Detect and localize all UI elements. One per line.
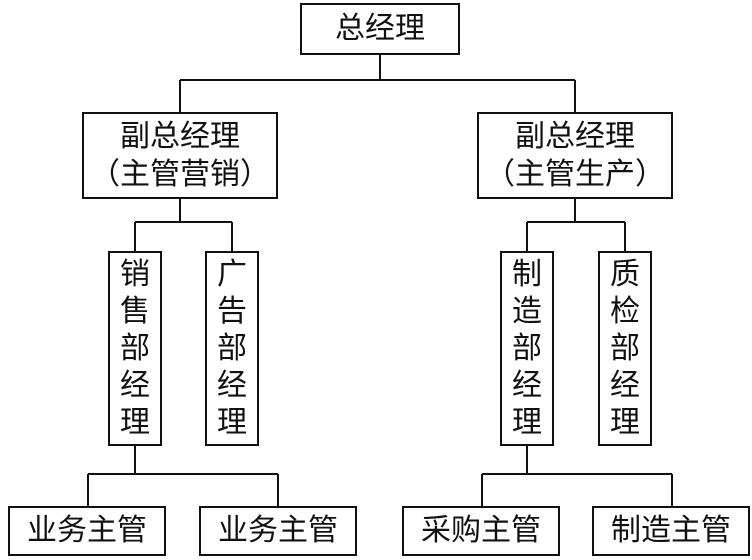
quality-dept-label: 质检部经理 [610, 257, 640, 440]
advertising-dept-node: 广告部经理 [205, 251, 259, 446]
vp-production-subtitle: （主管生产） [485, 156, 665, 192]
business-supervisor-label-2: 业务主管 [218, 513, 338, 548]
business-supervisor-label-1: 业务主管 [27, 513, 147, 548]
manufacturing-supervisor-node: 制造主管 [592, 506, 750, 556]
root-label: 总经理 [335, 11, 425, 46]
manufacturing-dept-label: 制造部经理 [512, 257, 542, 440]
vp-sales-title: 副总经理 [120, 118, 240, 154]
vp-sales-subtitle: （主管营销） [90, 156, 270, 192]
connector-manufacturing-dept [481, 445, 673, 507]
vp-production-title: 副总经理 [515, 118, 635, 154]
vp-sales-node: 副总经理 （主管营销） [82, 112, 278, 199]
root-node: 总经理 [300, 3, 460, 55]
connector-sales-dept [87, 445, 279, 507]
advertising-dept-label: 广告部经理 [217, 257, 247, 440]
manufacturing-dept-node: 制造部经理 [500, 251, 554, 446]
purchasing-supervisor-node: 采购主管 [402, 506, 560, 556]
business-supervisor-node-2: 业务主管 [199, 506, 357, 556]
purchasing-supervisor-label: 采购主管 [421, 513, 541, 548]
sales-dept-label: 销售部经理 [120, 257, 150, 440]
sales-dept-node: 销售部经理 [108, 251, 162, 446]
vp-production-node: 副总经理 （主管生产） [477, 112, 673, 199]
manufacturing-supervisor-label: 制造主管 [611, 513, 731, 548]
quality-dept-node: 质检部经理 [598, 251, 652, 446]
connector-root [179, 54, 576, 113]
connector-vp-sales [134, 198, 233, 252]
connector-vp-production [526, 198, 626, 252]
business-supervisor-node-1: 业务主管 [8, 506, 166, 556]
